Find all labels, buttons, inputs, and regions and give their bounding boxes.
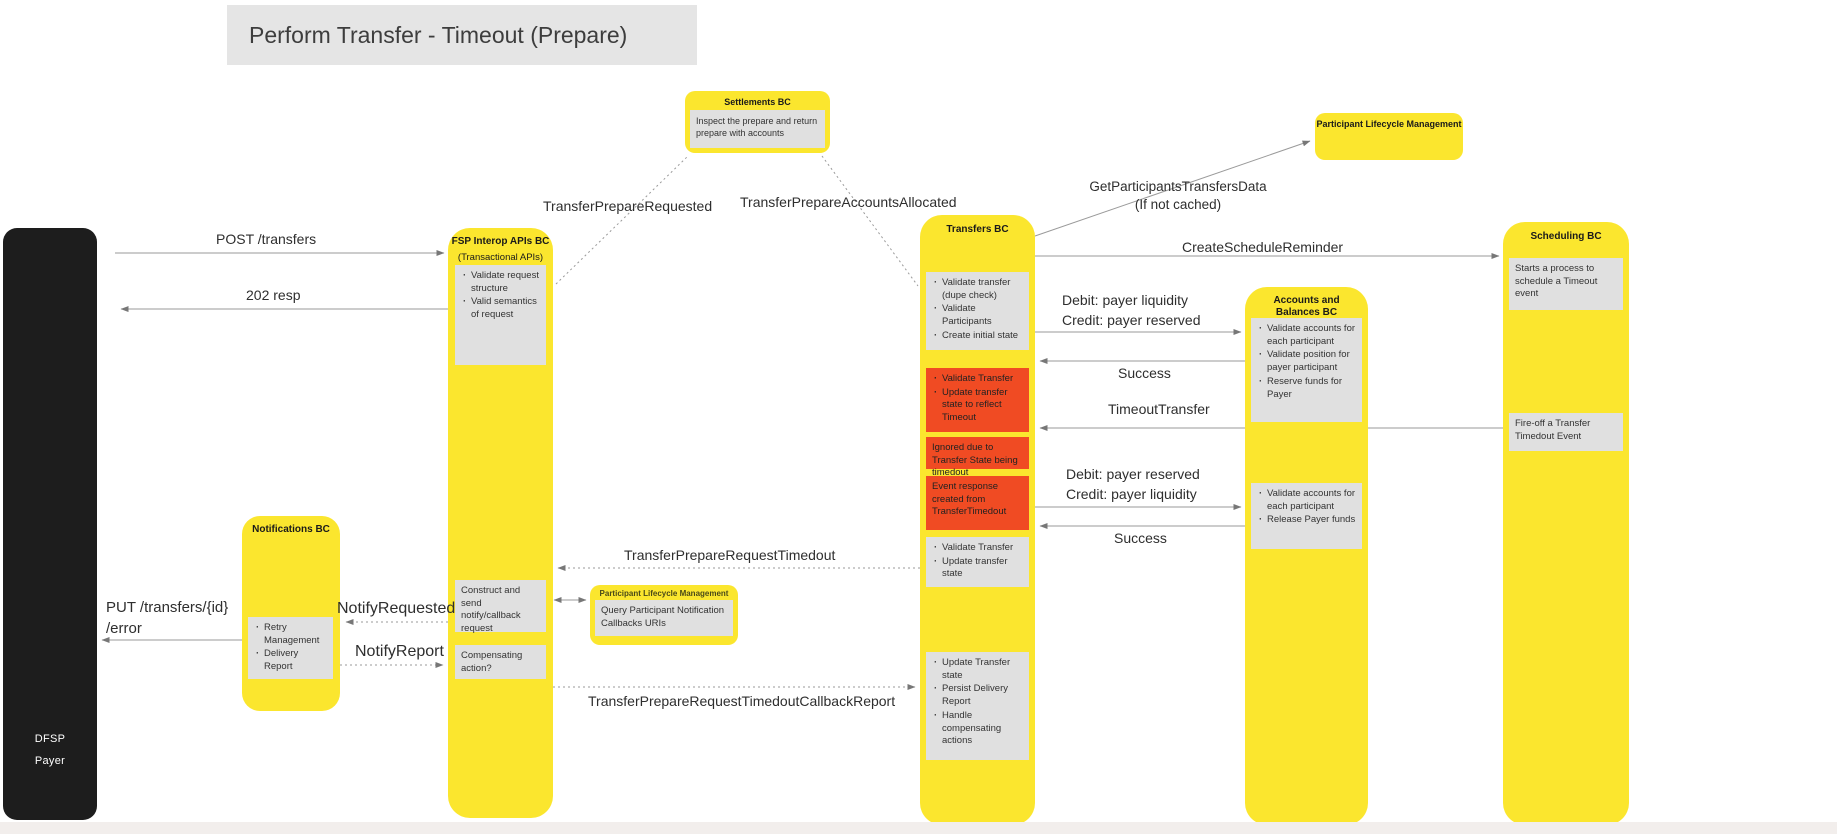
message-label-notify-requested: NotifyRequested	[337, 600, 456, 617]
message-label-success-2: Success	[1114, 530, 1167, 546]
note-accounts-reserve: Validate accounts for each participant V…	[1251, 318, 1362, 422]
note-accounts-release: Validate accounts for each participant R…	[1251, 483, 1362, 549]
arrow-get-participants	[1034, 140, 1311, 237]
node-participant-lifecycle-mid: Participant Lifecycle Management Query P…	[590, 585, 738, 645]
column-notifications-bc: Notifications BC Retry Management Delive…	[242, 516, 340, 711]
message-label-timeout-transfer: TimeoutTransfer	[1108, 401, 1210, 417]
note-scheduling-start: Starts a process to schedule a Timeout e…	[1509, 258, 1623, 310]
column-accounts-balances-bc: Accounts and Balances BC Validate accoun…	[1245, 287, 1368, 825]
column-title: Scheduling BC	[1530, 231, 1602, 242]
list-item: Validate Transfer	[932, 373, 1024, 386]
list-item: Validate position for payer participant	[1257, 349, 1357, 374]
node-settlements-bc: Settlements BC Inspect the prepare and r…	[685, 91, 830, 153]
message-label-get-participants: GetParticipantsTransfersData (If not cac…	[1089, 179, 1267, 212]
note-fsp-validate: Validate request structure Valid semanti…	[455, 265, 546, 365]
list-item: Retry Management	[254, 622, 328, 647]
canvas-bottom-edge	[0, 822, 1837, 834]
message-label-prepare-accounts-allocated: TransferPrepareAccountsAllocated	[740, 194, 957, 210]
note-scheduling-fire: Fire-off a Transfer Timedout Event	[1509, 413, 1623, 451]
message-label-debit-liquidity: Debit: payer liquidity Credit: payer res…	[1062, 292, 1201, 329]
message-label-transfer-prepare-requested: TransferPrepareRequested	[543, 198, 713, 214]
column-title: FSP Interop APIs BC	[451, 236, 550, 247]
note-fsp-compensating: Compensating action?	[455, 645, 546, 679]
note-transfers-persist: Update Transfer state Persist Delivery R…	[926, 652, 1029, 760]
list-item: Update Transfer state	[932, 657, 1024, 682]
list-item: Validate request structure	[461, 270, 541, 295]
note-transfers-update: Validate Transfer Update transfer state	[926, 537, 1029, 587]
list-item: Update transfer state to reflect Timeout	[932, 387, 1024, 425]
list-item: Create initial state	[932, 330, 1024, 343]
column-subtitle: (Transactional APIs)	[457, 252, 544, 263]
message-label-debit-reserved: Debit: payer reserved Credit: payer liqu…	[1066, 466, 1200, 503]
list-item: Update transfer state	[932, 556, 1024, 581]
list-item: Release Payer funds	[1257, 514, 1357, 527]
alert-validate-timeout: Validate Transfer Update transfer state …	[926, 368, 1029, 432]
node-title: Participant Lifecycle Management	[1316, 119, 1462, 129]
column-scheduling-bc: Scheduling BC Starts a process to schedu…	[1503, 222, 1629, 825]
actor-label: Payer	[34, 755, 66, 767]
column-title: Notifications BC	[252, 524, 330, 535]
list-item: Validate accounts for each participant	[1257, 488, 1357, 513]
message-label-success-1: Success	[1118, 365, 1171, 381]
message-label-prepare-request-timedout: TransferPrepareRequestTimedout	[624, 547, 836, 563]
note-fsp-construct-notify: Construct and send notify/callback reque…	[455, 580, 546, 634]
message-label-create-schedule-reminder: CreateScheduleReminder	[1182, 239, 1344, 255]
actor-dfsp-payer: DFSP Payer	[3, 228, 97, 820]
node-title: Participant Lifecycle Management	[599, 589, 729, 598]
link-transfer-prepare-requested	[555, 155, 689, 285]
node-title: Settlements BC	[724, 97, 791, 107]
message-label-timedout-callback-report: TransferPrepareRequestTimedoutCallbackRe…	[588, 693, 896, 709]
list-item: Delivery Report	[254, 648, 328, 673]
node-participant-lifecycle-top: Participant Lifecycle Management	[1315, 113, 1463, 160]
list-item: Validate accounts for each participant	[1257, 323, 1357, 348]
message-label-post-transfers: POST /transfers	[216, 231, 317, 247]
list-item: Handle compensating actions	[932, 710, 1024, 748]
alert-ignored-timedout: Ignored due to Transfer State being time…	[926, 437, 1029, 478]
list-item: Validate Participants	[932, 303, 1024, 328]
note-plm-query: Query Participant Notification Callbacks…	[595, 600, 733, 636]
list-item: Reserve funds for Payer	[1257, 376, 1357, 401]
column-fsp-interop-apis: FSP Interop APIs BC (Transactional APIs)…	[448, 228, 553, 818]
note-notifications: Retry Management Delivery Report	[248, 617, 333, 679]
note-transfers-validate: Validate transfer (dupe check) Validate …	[926, 272, 1029, 350]
message-label-notify-report: NotifyReport	[355, 643, 444, 660]
list-item: Valid semantics of request	[461, 296, 541, 321]
list-item: Persist Delivery Report	[932, 683, 1024, 708]
list-item: Validate transfer (dupe check)	[932, 277, 1024, 302]
column-title: Transfers BC	[946, 224, 1009, 235]
column-title: Accounts and Balances BC	[1273, 295, 1340, 318]
page-title: Perform Transfer - Timeout (Prepare)	[227, 5, 697, 65]
message-label-202-resp: 202 resp	[246, 287, 301, 303]
link-prepare-accounts-allocated	[821, 155, 919, 287]
alert-event-response: Event response created from TransferTime…	[926, 476, 1029, 530]
list-item: Validate Transfer	[932, 542, 1024, 555]
actor-label: DFSP	[34, 733, 66, 745]
message-label-put-transfers-error: PUT /transfers/{id} /error	[106, 599, 229, 637]
column-transfers-bc: Transfers BC Validate transfer (dupe che…	[920, 215, 1035, 825]
note-settlements: Inspect the prepare and return prepare w…	[690, 110, 825, 148]
